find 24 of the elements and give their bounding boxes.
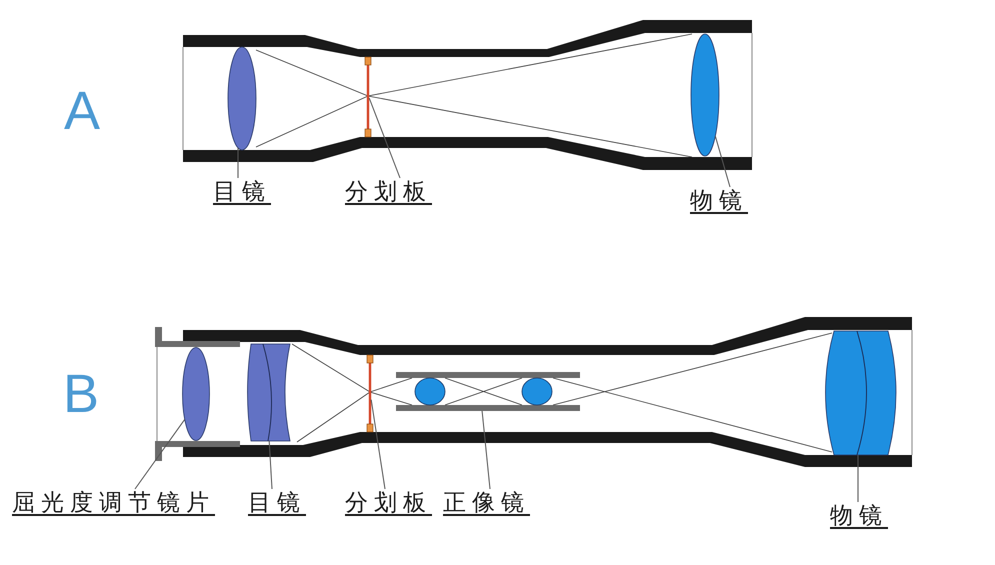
leader-line bbox=[268, 440, 272, 490]
part-label: 目镜 bbox=[213, 178, 271, 206]
reticle-bar bbox=[366, 354, 374, 432]
part-label: 物镜 bbox=[690, 187, 748, 215]
part-label: 屈光度调节镜片 bbox=[12, 489, 215, 517]
lens-pair bbox=[396, 372, 580, 411]
lens bbox=[182, 347, 210, 441]
leader-line bbox=[482, 410, 490, 490]
lens bbox=[247, 344, 290, 442]
leader-line bbox=[370, 399, 386, 490]
lens bbox=[825, 330, 896, 456]
leader-line bbox=[134, 418, 186, 490]
panel-letter: B bbox=[63, 367, 100, 421]
leader-line bbox=[368, 98, 400, 178]
lens bbox=[228, 46, 256, 150]
part-label: 正像镜 bbox=[443, 489, 530, 517]
panel-letter: A bbox=[64, 84, 100, 138]
lens bbox=[690, 34, 720, 156]
part-label: 分划板 bbox=[345, 178, 432, 206]
leader-line bbox=[714, 136, 730, 188]
part-label: 分划板 bbox=[345, 489, 432, 517]
reticle-bar bbox=[364, 56, 372, 138]
part-label: 目镜 bbox=[248, 489, 306, 517]
part-label: 物镜 bbox=[830, 502, 888, 530]
